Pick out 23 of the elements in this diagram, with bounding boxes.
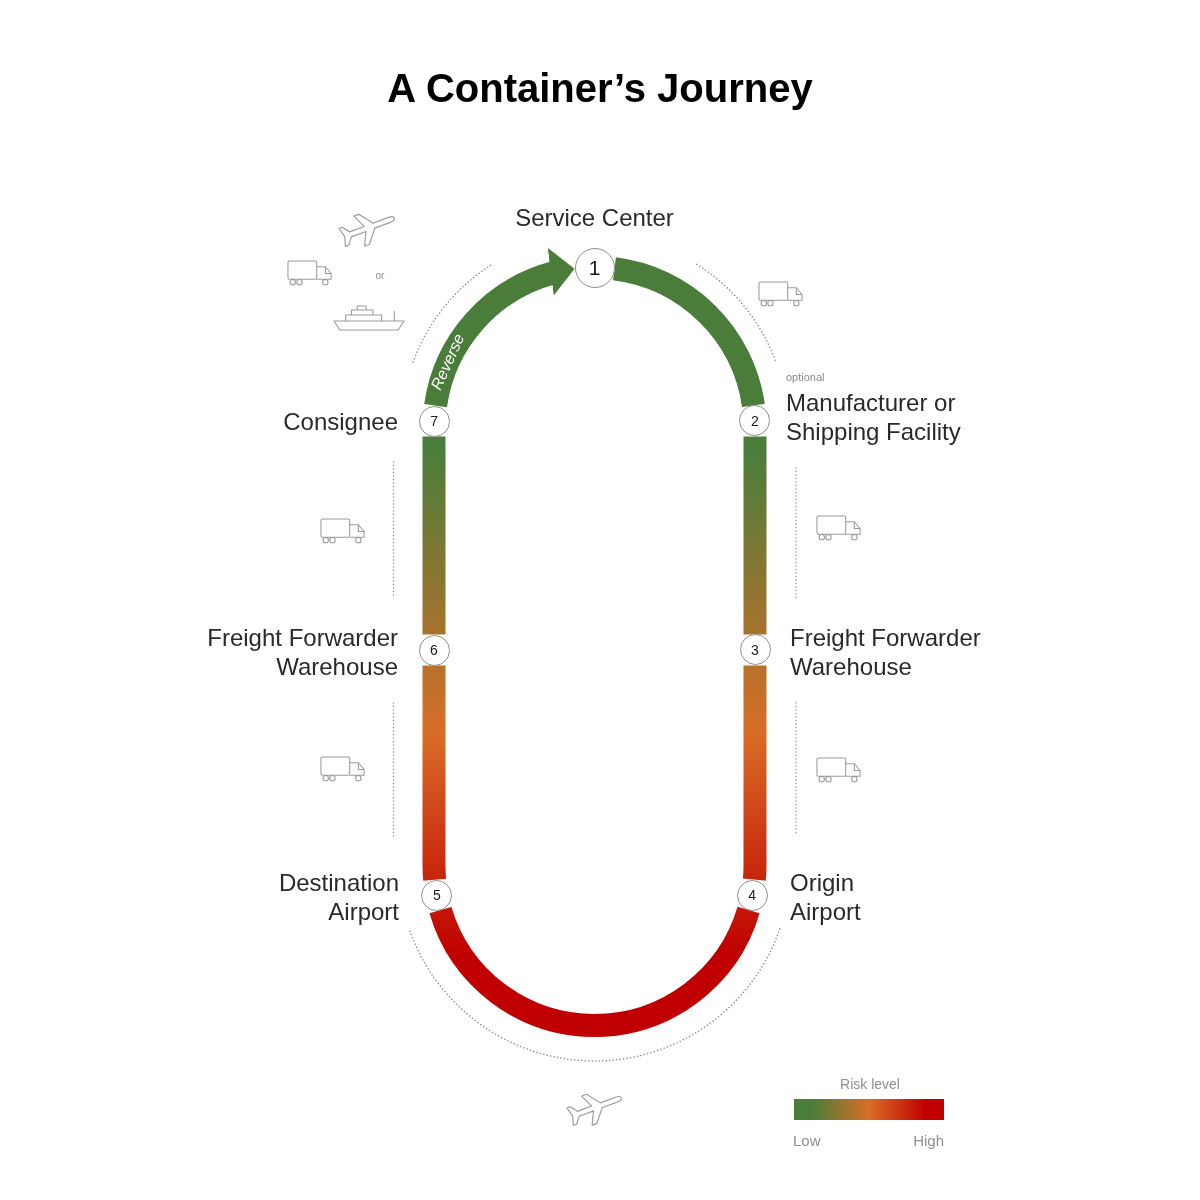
track-segment — [429, 906, 760, 1037]
stop-label: Freight Forwarder Warehouse — [790, 622, 982, 681]
alternative-note: or — [375, 270, 385, 282]
numbered-step-circle: 2 — [739, 405, 771, 437]
numbered-step-circle: 1 — [574, 247, 615, 288]
numbered-step-circle: 4 — [736, 879, 768, 911]
numbered-step-circle: 7 — [418, 405, 450, 437]
legend-title: Risk level — [840, 1076, 900, 1093]
note-text: optional — [786, 370, 825, 384]
track-segment — [743, 436, 767, 635]
stop-label: Origin Airport — [790, 867, 862, 926]
numbered-step-circle: 5 — [421, 879, 453, 911]
track-segment — [424, 249, 577, 408]
stop-label: Freight Forwarder Warehouse — [206, 622, 398, 681]
stop-label: Destination Airport — [277, 867, 399, 926]
diagram-title: A Container’s Journey — [387, 65, 813, 112]
legend-label: Low — [793, 1132, 821, 1150]
legend-label: High — [913, 1132, 944, 1150]
stop-label: Consignee — [283, 406, 398, 436]
stop-label: Service Center — [515, 202, 674, 232]
numbered-step-circle: 6 — [418, 634, 450, 666]
numbered-step-circle: 3 — [739, 634, 771, 666]
stop-label: Manufacturer or Shipping Facility — [786, 388, 962, 446]
